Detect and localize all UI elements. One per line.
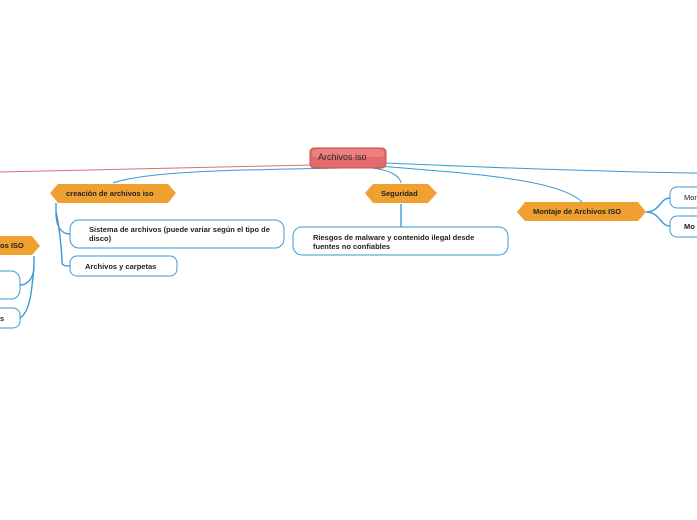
subtopic-archivos-shape[interactable]: [69, 255, 178, 277]
subtopic-riesgos-label: Riesgos de malware y contenido ilegal de…: [313, 233, 475, 251]
subtopic-archivos-label: Archivos y carpetas: [85, 262, 157, 271]
topic-creacion-label: creación de archivos iso: [66, 189, 154, 198]
connector-central-seguridad: [371, 167, 402, 184]
connector-montaje-mon: [645, 197, 671, 213]
topic-montaje-label: Montaje de Archivos ISO: [533, 207, 622, 216]
connector-central-creacion: [112, 167, 341, 184]
subtopic-mo-label: Mo: [684, 222, 695, 231]
subtopic-mon-shape[interactable]: [669, 186, 697, 209]
subtopic-left2-label: s: [0, 314, 5, 323]
central-topic[interactable]: [309, 147, 387, 169]
connector-central-montaje: [377, 165, 583, 203]
topic-left-partial-label: os ISO: [0, 241, 24, 250]
connector-left-child1: [19, 256, 35, 286]
topic-creacion-shape[interactable]: [50, 184, 176, 203]
subtopic-left1-shape[interactable]: [0, 270, 21, 300]
subtopic-left2-shape[interactable]: [0, 307, 21, 329]
topic-montaje-shape[interactable]: [517, 202, 646, 221]
central-topic-label: Archivos iso: [318, 152, 367, 162]
subtopic-mo-shape[interactable]: [669, 215, 697, 238]
connector-creacion-archivos: [55, 211, 71, 267]
subtopic-sistema-label: Sistema de archivos (puede variar según …: [89, 225, 270, 243]
connector-central-right-offscreen: [385, 162, 697, 174]
subtopic-riesgos-shape[interactable]: [292, 226, 509, 256]
topic-left-partial-shape[interactable]: [0, 236, 40, 255]
subtopic-sistema-shape[interactable]: [69, 219, 285, 249]
topic-seguridad-label: Seguridad: [381, 189, 418, 198]
topic-seguridad-shape[interactable]: [365, 184, 437, 203]
connector-central-left-offscreen: [0, 164, 313, 173]
connector-montaje-mo: [645, 211, 671, 227]
subtopic-mon-label: Mon: [684, 193, 697, 202]
connector-left-child2: [19, 265, 35, 319]
